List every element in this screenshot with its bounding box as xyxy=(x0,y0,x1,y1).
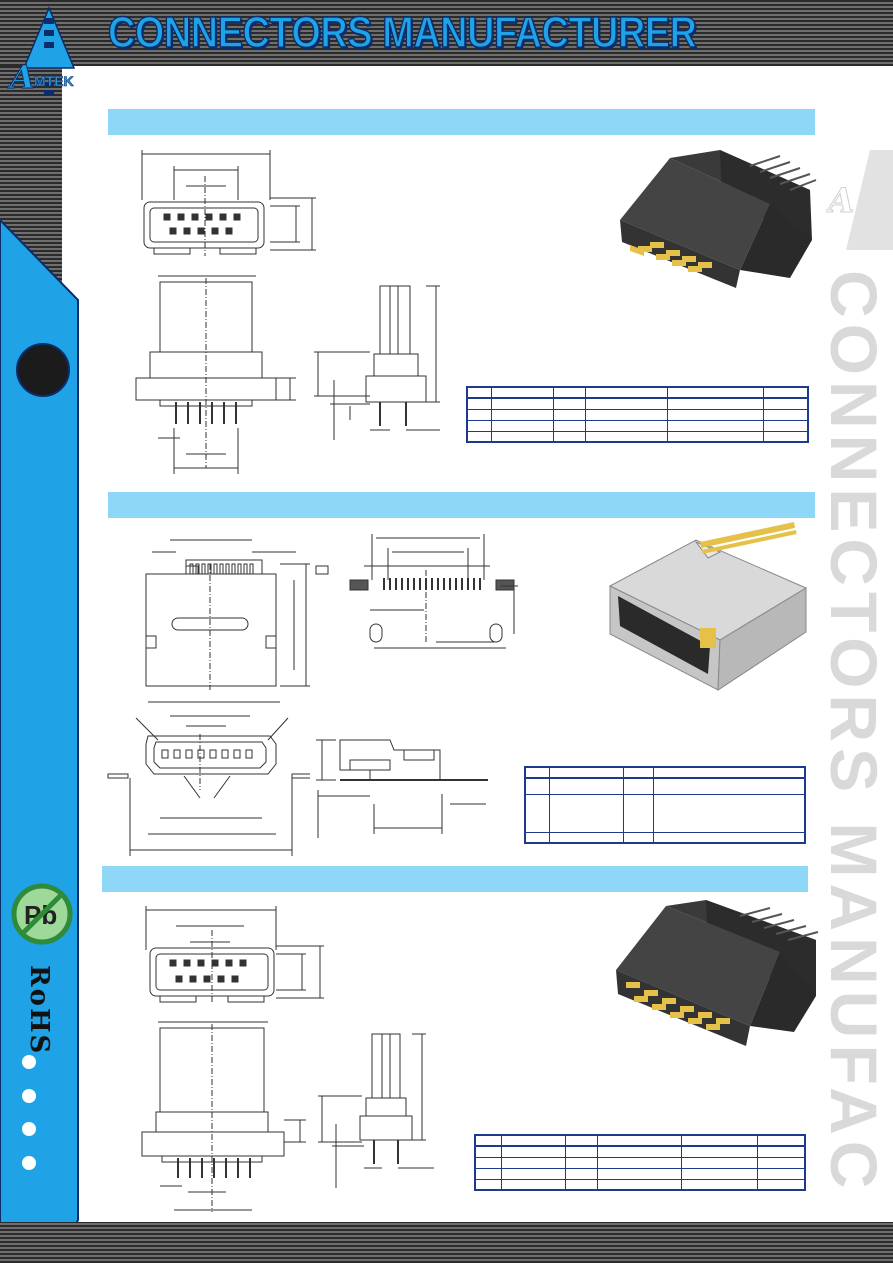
spec-table-1 xyxy=(466,386,809,443)
top-view-drawing xyxy=(130,268,300,478)
connector-3d-render-2 xyxy=(600,522,820,692)
sidebar-dot xyxy=(22,1055,36,1069)
lead-free-icon: Pb xyxy=(10,882,74,946)
spec-table-3 xyxy=(474,1134,806,1191)
side-view-drawing-3 xyxy=(314,1028,444,1198)
header-band xyxy=(0,0,893,66)
page-title: CONNECTORS MANUFACTURER xyxy=(107,7,697,58)
smt-footprint-drawing xyxy=(340,530,520,650)
rohs-label: RoHS xyxy=(24,965,54,1056)
connector-3d-render-3 xyxy=(610,900,830,1060)
side-view-drawing xyxy=(310,280,450,460)
connector-3d-render-1 xyxy=(600,150,820,310)
top-view-drawing-3 xyxy=(134,1016,314,1216)
smt-side-view-drawing xyxy=(310,734,500,844)
section-bar-1 xyxy=(108,109,815,135)
spec-table-2 xyxy=(524,766,806,844)
sidebar-black-dot xyxy=(16,343,70,397)
watermark-text: CONNECTORS MANUFACTURE xyxy=(828,270,891,1190)
watermark-logo: A xyxy=(825,150,893,260)
logo-text: MTEK xyxy=(34,73,74,89)
section-bar-2 xyxy=(108,492,815,518)
front-view-drawing xyxy=(130,140,330,260)
section-bar-3 xyxy=(102,866,808,892)
amtek-logo: A MTEK xyxy=(4,4,94,104)
logo-initial: A xyxy=(7,58,35,96)
sidebar-dot xyxy=(22,1122,36,1136)
smt-top-view-drawing xyxy=(110,524,330,694)
footer-band xyxy=(0,1222,893,1263)
smt-front-view-drawing xyxy=(100,694,310,860)
sidebar-dot xyxy=(22,1089,36,1103)
front-view-drawing-3 xyxy=(134,900,334,1010)
sidebar-dot xyxy=(22,1156,36,1170)
svg-text:A: A xyxy=(826,181,854,221)
